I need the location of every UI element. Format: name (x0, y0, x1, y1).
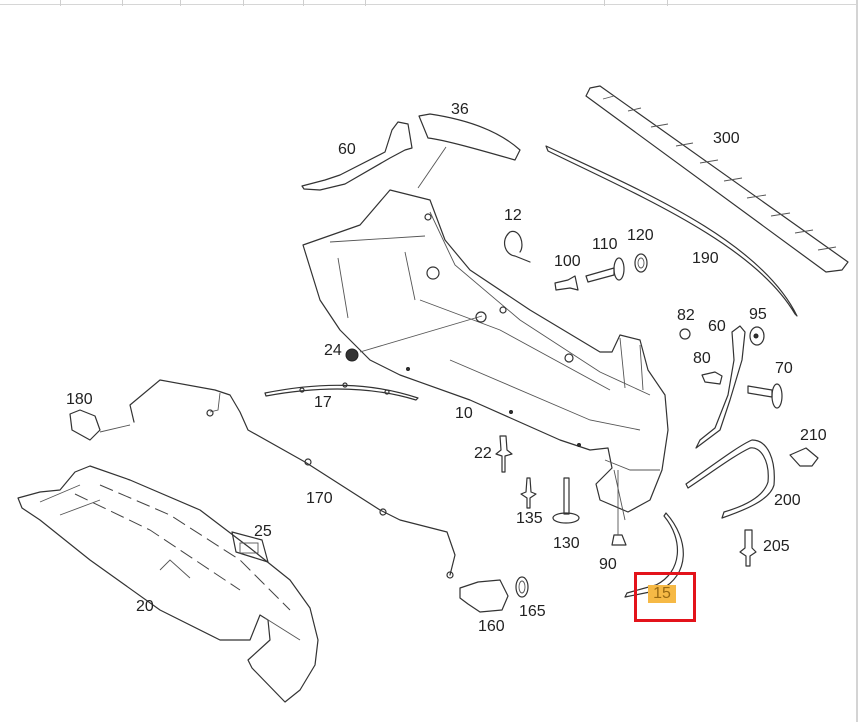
callout-15-highlighted[interactable]: 15 (648, 585, 676, 603)
column-divider (60, 0, 61, 6)
part-10-bumper-cover[interactable] (302, 189, 669, 521)
part-12-hook[interactable] (503, 230, 531, 263)
part-300-trim-strip[interactable] (585, 85, 849, 273)
part-110-screw[interactable] (585, 257, 625, 283)
part-80-clip[interactable] (701, 371, 723, 385)
callout-135[interactable]: 135 (516, 510, 543, 527)
callout-60[interactable]: 60 (338, 141, 356, 158)
callout-24[interactable]: 24 (324, 342, 342, 359)
callout-110[interactable]: 110 (592, 236, 618, 253)
part-160-sensor[interactable] (459, 579, 509, 613)
column-divider (604, 0, 605, 6)
callout-190[interactable]: 190 (692, 250, 719, 267)
part-200-wheel-arch-trim[interactable] (685, 439, 775, 519)
column-divider (180, 0, 181, 6)
column-divider (303, 0, 304, 6)
table-header-rule (0, 0, 857, 6)
callout-130[interactable]: 130 (553, 535, 580, 552)
callout-60-right[interactable]: 60 (708, 318, 726, 335)
part-60-bracket-right[interactable] (695, 325, 746, 449)
part-120-nut[interactable] (634, 253, 648, 273)
part-130-screw[interactable] (552, 477, 580, 524)
callout-210[interactable]: 210 (800, 427, 827, 444)
callout-22[interactable]: 22 (474, 445, 492, 462)
column-divider (667, 0, 668, 6)
callout-300[interactable]: 300 (713, 130, 740, 147)
part-20-diffuser[interactable] (17, 465, 319, 703)
callout-170[interactable]: 170 (306, 490, 333, 507)
part-135-screw[interactable] (520, 477, 537, 509)
part-190-strip[interactable] (545, 145, 798, 317)
selection-box (634, 572, 696, 622)
column-divider (243, 0, 244, 6)
callout-36[interactable]: 36 (451, 101, 469, 118)
callout-100[interactable]: 100 (554, 253, 581, 270)
callout-90[interactable]: 90 (599, 556, 617, 573)
part-17-strip[interactable] (264, 382, 419, 401)
callout-70[interactable]: 70 (775, 360, 793, 377)
part-15-strip[interactable] (624, 512, 684, 598)
callout-10[interactable]: 10 (455, 405, 473, 422)
column-divider (365, 0, 366, 6)
part-60-bracket-left[interactable] (301, 121, 413, 191)
part-25-bracket[interactable] (231, 531, 269, 563)
part-100-clip[interactable] (554, 275, 579, 291)
part-82-nut[interactable] (679, 328, 691, 340)
callout-180[interactable]: 180 (66, 391, 93, 408)
callout-200[interactable]: 200 (774, 492, 801, 509)
scrollbar-track[interactable] (856, 0, 858, 722)
column-divider (122, 0, 123, 6)
part-36-cover[interactable] (417, 113, 521, 189)
part-70-screw[interactable] (747, 383, 783, 409)
callout-20[interactable]: 20 (136, 598, 154, 615)
callout-95[interactable]: 95 (749, 306, 767, 323)
callout-25[interactable]: 25 (254, 523, 272, 540)
callout-80[interactable]: 80 (693, 350, 711, 367)
part-90-clip[interactable] (611, 470, 627, 546)
callout-17[interactable]: 17 (314, 394, 332, 411)
part-170-harness[interactable] (129, 379, 456, 579)
part-95-washer[interactable] (749, 326, 765, 346)
callout-82[interactable]: 82 (677, 307, 695, 324)
callout-165[interactable]: 165 (519, 603, 546, 620)
part-24-grommet[interactable] (345, 348, 359, 362)
callout-160[interactable]: 160 (478, 618, 505, 635)
part-205-clip[interactable] (739, 529, 757, 567)
callout-12[interactable]: 12 (504, 207, 522, 224)
part-210-block[interactable] (789, 447, 819, 467)
part-180-module[interactable] (69, 409, 131, 441)
part-165-ring[interactable] (515, 576, 529, 598)
part-22-rivet[interactable] (495, 435, 513, 473)
callout-205[interactable]: 205 (763, 538, 790, 555)
callout-120[interactable]: 120 (627, 227, 654, 244)
